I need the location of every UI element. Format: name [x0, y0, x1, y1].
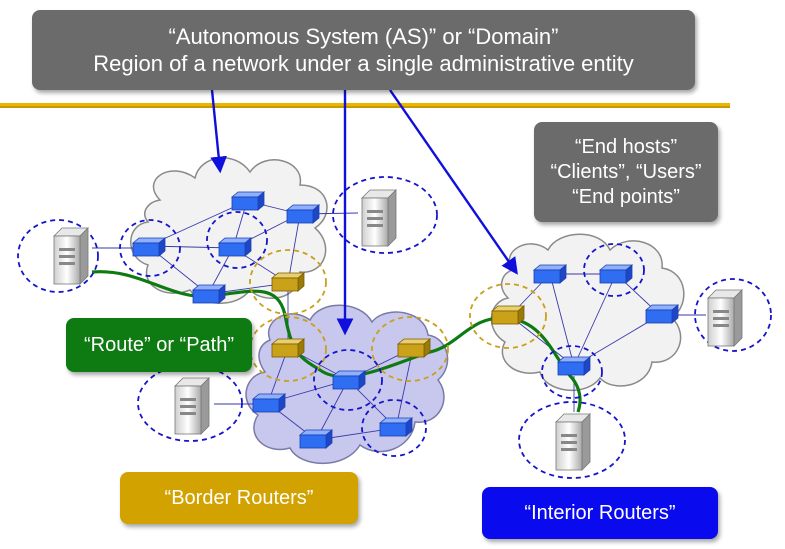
router-icon: [192, 284, 226, 304]
router-icon: [218, 237, 252, 257]
border-router-icon: [271, 272, 305, 292]
border-router-icon: [491, 305, 525, 325]
router-icon: [252, 393, 286, 413]
route-label-text: “Route” or “Path”: [83, 333, 235, 356]
server-icon: [174, 377, 210, 435]
as-label-line2: Region of a network under a single admin…: [93, 51, 634, 76]
router-icon: [332, 370, 366, 390]
autonomous-system-label: “Autonomous System (AS)” or “Domain” Reg…: [32, 10, 695, 90]
router-icon: [379, 417, 413, 437]
as-arrows: [210, 89, 518, 336]
end-hosts-label: “End hosts” “Clients”, “Users” “End poin…: [534, 122, 718, 222]
route-label: “Route” or “Path”: [66, 318, 252, 372]
router-icon: [286, 204, 320, 224]
router-icon: [299, 429, 333, 449]
server-icon: [361, 189, 397, 247]
server-icon: [53, 227, 89, 285]
divider-line: [0, 103, 730, 108]
border-routers-label: “Border Routers”: [120, 472, 358, 524]
router-icon: [132, 237, 166, 257]
server-icon: [707, 289, 743, 347]
interior-routers-text: “Interior Routers”: [524, 501, 676, 524]
interior-routers-label: “Interior Routers”: [482, 487, 718, 539]
router-icon: [557, 356, 591, 376]
server-icon: [555, 413, 591, 471]
router-icon: [533, 264, 567, 284]
border-routers-text: “Border Routers”: [164, 486, 314, 509]
as-label-line1: “Autonomous System (AS)” or “Domain”: [168, 23, 559, 49]
router-icon: [645, 304, 679, 324]
router-icon: [599, 264, 633, 284]
border-router-icon: [397, 338, 431, 358]
router-icon: [231, 191, 265, 211]
end-hosts-line2: “Clients”, “Users”: [550, 160, 702, 183]
end-hosts-line3: “End points”: [572, 185, 680, 208]
border-router-icon: [271, 338, 305, 358]
end-hosts-line1: “End hosts”: [574, 135, 678, 158]
